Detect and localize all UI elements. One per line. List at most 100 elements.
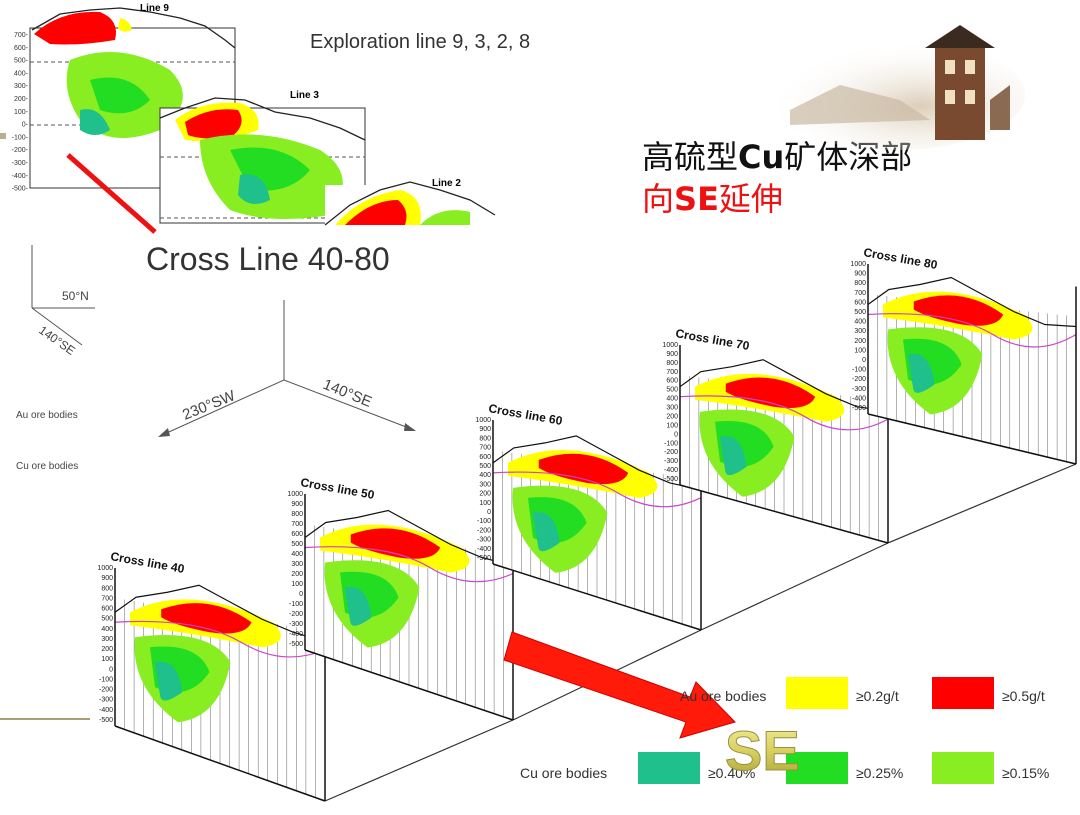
section-tick-label: 200 [291,571,303,578]
section-tick-label: -300 [99,697,113,704]
legend-cu-label: Cu ore bodies [520,765,607,781]
n50-label: 50°N [62,289,89,303]
section-tick-label: -100 [289,601,303,608]
inset-depth-ticks: 700- 600- 500- 400- 300- 200- 100- 0- -100- -200-… [12,32,29,193]
section-tick-label: 100 [101,656,113,663]
section-tick-label: -200 [99,687,113,694]
inset-tick-label: 500- [14,58,29,65]
section-connector [325,720,513,801]
section-tick-label: 300 [101,636,113,643]
inset-tick-label: 200- [14,96,29,103]
section-tick-label: 600 [666,378,678,385]
section-tick-label: 400 [101,626,113,633]
inset-tick-label: 100- [14,109,29,116]
section-tick-label: -500 [289,641,303,648]
inset-tick-label: -200- [12,147,29,154]
section-tick-label: -100 [852,367,866,374]
section-tick-label: 200 [101,646,113,653]
section-tick-label: 100 [854,347,866,354]
section-tick-label: -400 [477,546,491,553]
section-tick-label: 800 [101,585,113,592]
section-tick-label: 900 [666,351,678,358]
inset-tick-label: 700- [14,32,29,39]
section-tick-label: -300 [477,537,491,544]
section-tick-label: 1000 [97,565,113,572]
chinese-heading-line2: 向SE延伸 [642,180,783,218]
section-tick-label: 400 [666,396,678,403]
main-orientation-axes: 230°SW 140°SE [158,300,416,437]
section-tick-label: -500 [99,717,113,724]
legend-cu-low-label: ≥0.15% [1002,765,1049,781]
se-direction-arrow [504,632,735,738]
section-tick-label: 600 [854,299,866,306]
section-tick-label: -100 [99,676,113,683]
legend-au-high-label: ≥0.5g/t [1002,688,1045,704]
section-tick-label: 100 [479,500,491,507]
section-tick-label: 800 [291,511,303,518]
section-tick-label: 700 [479,445,491,452]
inset-tick-label: -300- [12,160,29,167]
section-tick-label: 600 [101,606,113,613]
section-connector [701,543,888,630]
section-tick-label: 0 [487,509,491,516]
cross-line-title: Cross Line 40-80 [146,241,390,277]
section-tick-label: 400 [854,319,866,326]
section-tick-label: 0 [299,591,303,598]
section-tick-label: 900 [291,501,303,508]
section-tick-label: 500 [666,387,678,394]
tower-picture [765,25,1025,150]
section-tick-label: 100 [291,581,303,588]
inset-tick-label: 600- [14,45,29,52]
section-tick-label: 1000 [287,491,303,498]
section-tick-label: 600 [291,531,303,538]
inset-tick-label: -100- [12,134,29,141]
section-tick-label: 0 [862,357,866,364]
legend-swatch-cu-low [932,752,994,784]
small-orientation-axes: 50°N 140°SE [32,245,95,358]
se140-small-label: 140°SE [36,323,77,358]
section-tick-label: 600 [479,454,491,461]
line3-label: Line 3 [290,90,319,101]
section-tick-label: -400 [99,707,113,714]
section-tick-label: 200 [666,413,678,420]
section-tick-label: -300 [289,621,303,628]
section-tick-label: 300 [479,481,491,488]
section-connector [888,464,1076,543]
section-tick-label: 700 [291,521,303,528]
section-tick-label: 500 [479,463,491,470]
section-tick-label: -500 [852,405,866,412]
section-tick-label: 200 [479,491,491,498]
section-tick-label: 0 [109,666,113,673]
section-tick-label: 400 [479,472,491,479]
section-tick-label: -300 [852,386,866,393]
section-tick-label: 400 [291,551,303,558]
section-tick-label: -400 [289,631,303,638]
section-tick-label: -200 [477,527,491,534]
side-marker-top [0,133,6,139]
section-tick-label: -400 [664,467,678,474]
inset-tick-label: -500- [12,186,29,193]
section-tick-label: 900 [101,575,113,582]
section-tick-label: -500 [477,555,491,562]
section-tick-label: -300 [664,458,678,465]
inset-tick-label: 300- [14,83,29,90]
section-tick-label: -200 [664,449,678,456]
section-tick-label: 100 [666,422,678,429]
section-tick-label: 300 [291,561,303,568]
legend-cu-mid-label: ≥0.25% [856,765,903,781]
section-tick-label: -200 [852,376,866,383]
legend-swatch-cu-high [638,752,700,784]
inset-tick-label: 400- [14,70,29,77]
section-tick-label: 700 [854,290,866,297]
inset-tick-label: 0- [22,122,29,129]
line2-label: Line 2 [432,178,461,189]
se-embossed-label: SE [725,719,800,782]
legend-au-low-label: ≥0.2g/t [856,688,899,704]
cross-sections: 10009008007006005004003002001000-100-200… [97,245,1076,801]
section-tick-label: 800 [854,280,866,287]
section-tick-label: -400 [852,395,866,402]
section-tick-label: -500 [664,476,678,483]
section-tick-label: 0 [674,431,678,438]
section-tick-label: 500 [854,309,866,316]
section-tick-label: 200 [854,338,866,345]
